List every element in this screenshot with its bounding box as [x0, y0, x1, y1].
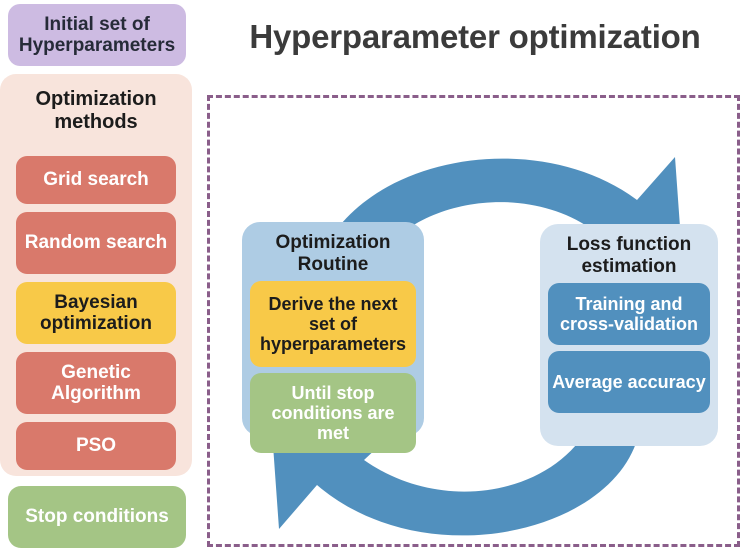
- stop-conditions-box: Stop conditions: [8, 486, 186, 548]
- method-item-pso[interactable]: PSO: [16, 422, 176, 470]
- page-title: Hyperparameter optimization: [249, 18, 701, 55]
- optimization-routine-node: Optimization Routine Derive the next set…: [242, 222, 424, 454]
- step-training-cross-validation[interactable]: Training and cross-validation: [548, 283, 710, 346]
- step-until-stop-conditions[interactable]: Until stop conditions are met: [250, 373, 416, 454]
- step-average-accuracy[interactable]: Average accuracy: [548, 351, 710, 414]
- optimization-methods-panel: Optimization methods Grid search Random …: [0, 74, 192, 476]
- loss-function-estimation-node: Loss function estimation Training and cr…: [540, 224, 718, 446]
- cycle-dashed-frame: [207, 95, 740, 547]
- method-item-random-search[interactable]: Random search: [16, 212, 176, 274]
- optimization-routine-title: Optimization Routine: [275, 232, 391, 275]
- loss-function-estimation-title: Loss function estimation: [566, 234, 692, 277]
- initial-hyperparameters-box: Initial set of Hyperparameters: [8, 4, 186, 66]
- step-derive-next-set[interactable]: Derive the next set of hyperparameters: [250, 281, 416, 368]
- method-item-genetic-algorithm[interactable]: Genetic Algorithm: [16, 352, 176, 414]
- method-item-grid-search[interactable]: Grid search: [16, 156, 176, 204]
- optimization-methods-list: Grid search Random search Bayesian optim…: [16, 156, 176, 478]
- method-item-bayesian-optimization[interactable]: Bayesian optimization: [16, 282, 176, 344]
- optimization-methods-title: Optimization methods: [35, 88, 157, 133]
